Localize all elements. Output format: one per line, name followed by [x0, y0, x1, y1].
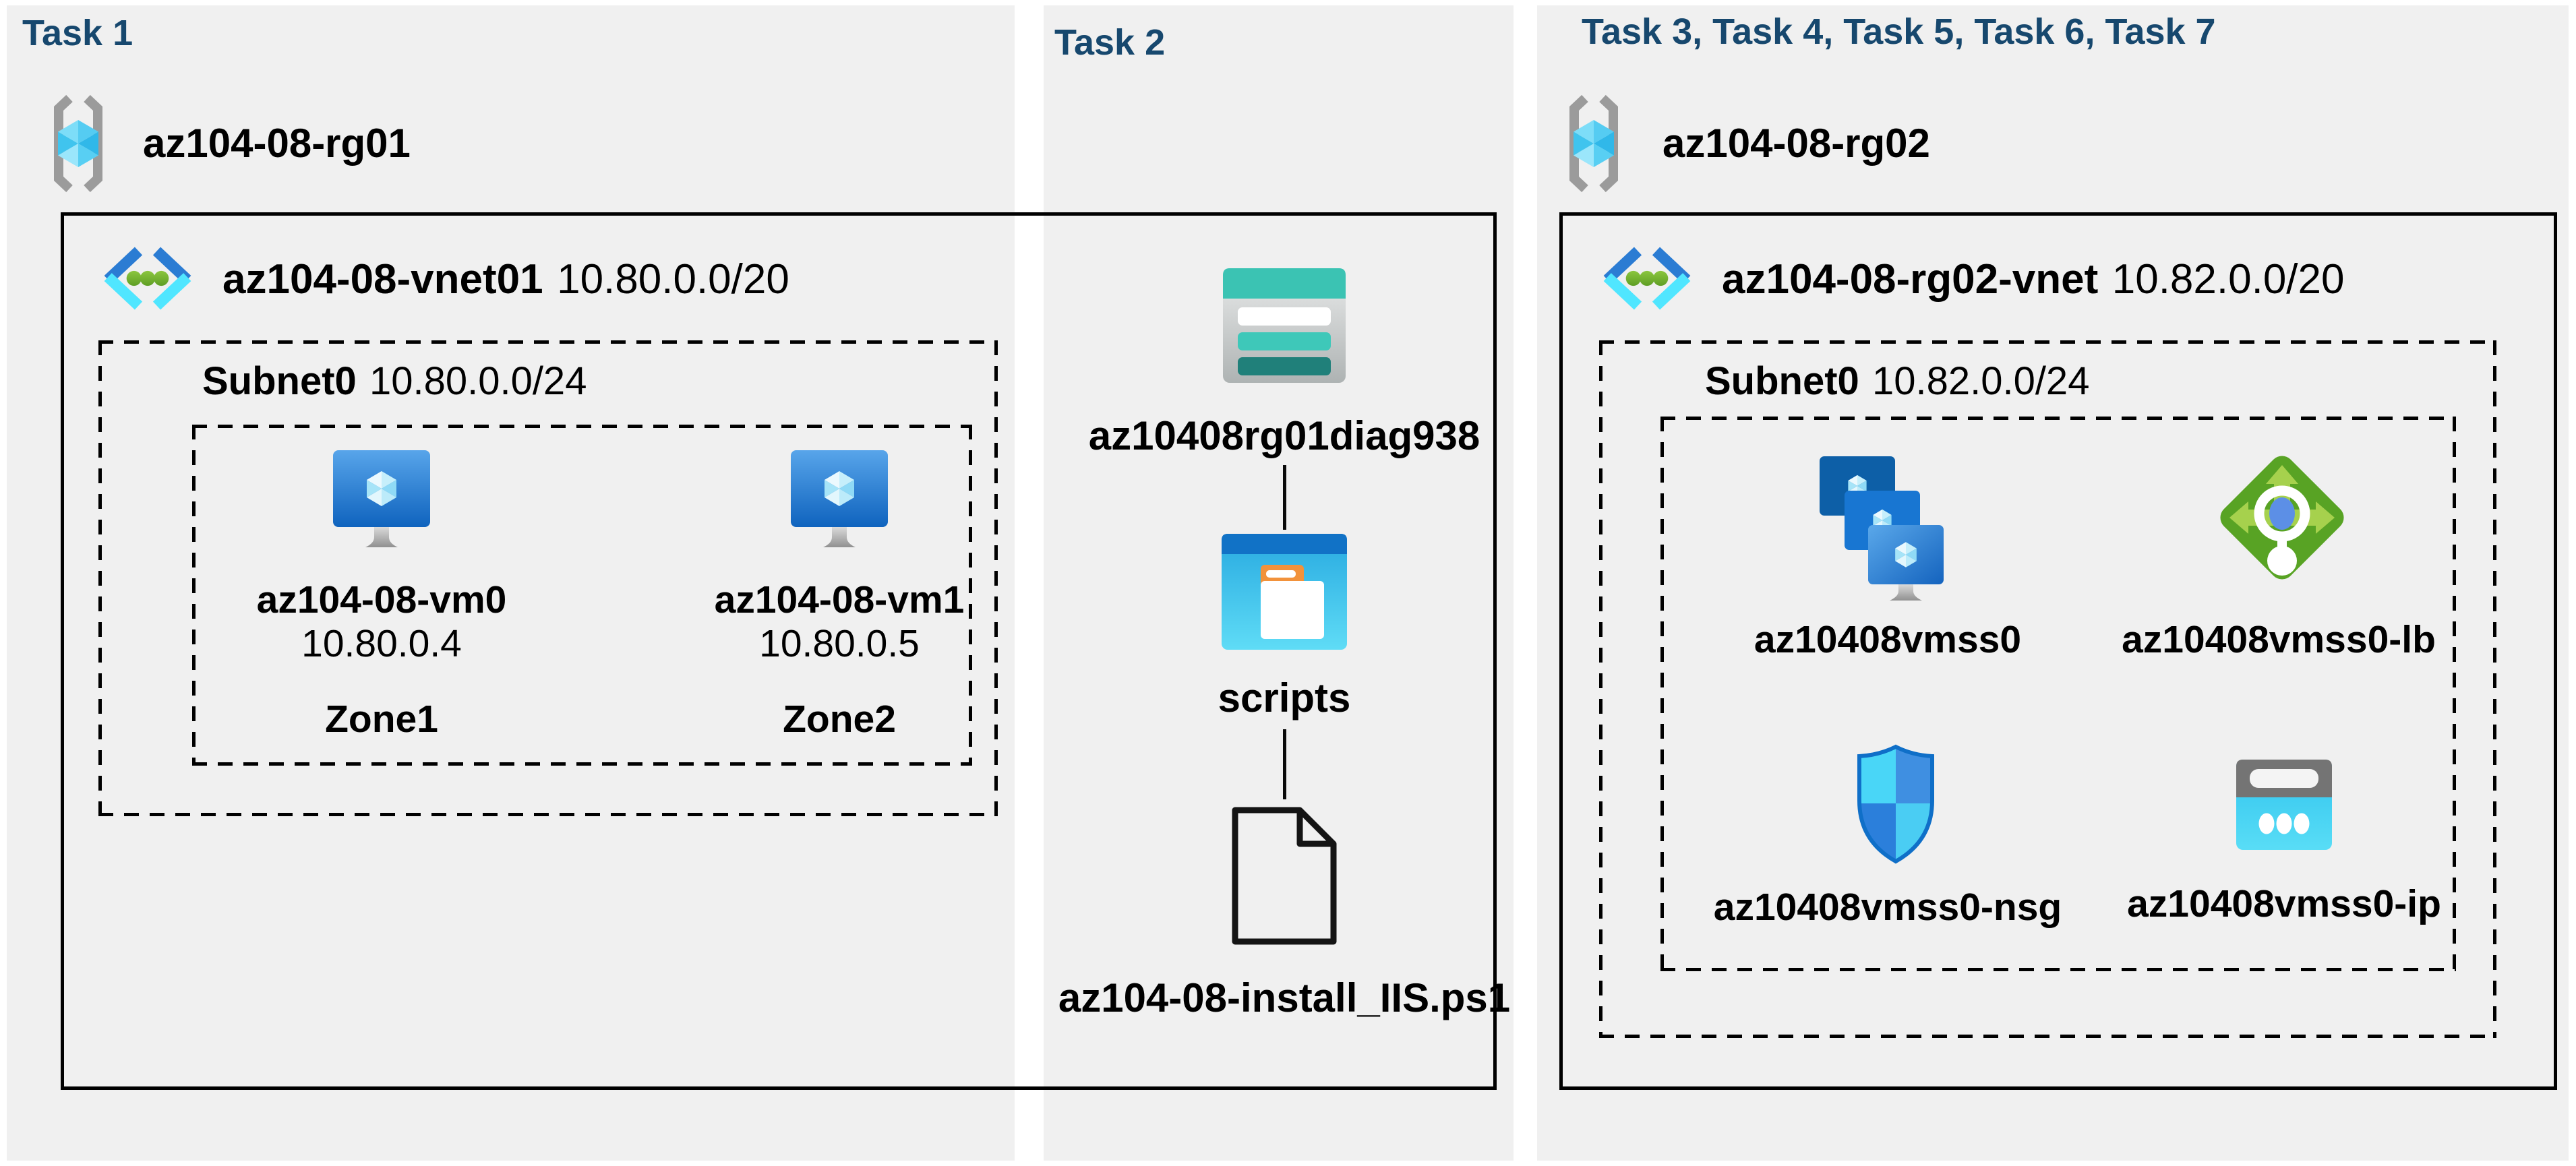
subnet-label: Subnet0 10.82.0.0/24	[1705, 362, 2089, 401]
subnet-name-text: Subnet0	[202, 359, 357, 403]
virtual-machine-icon	[791, 450, 888, 557]
storage-account-name: az10408rg01diag938	[1088, 413, 1480, 458]
vm-name: az104-08-vm1	[714, 578, 965, 621]
vm-ip: 10.80.0.4	[301, 622, 462, 665]
vm-zone: Zone2	[783, 698, 896, 741]
subnet-cidr-text: 10.80.0.0/24	[369, 359, 587, 403]
vmss-name: az10408vmss0	[1754, 618, 2022, 661]
subnet-name-text: Subnet0	[1705, 359, 1859, 403]
storage-account-icon	[1223, 268, 1346, 383]
vnet-cidr-text: 10.80.0.0/20	[557, 256, 789, 303]
virtual-network-icon	[1598, 243, 1696, 314]
subnet-cidr-text: 10.82.0.0/24	[1871, 359, 2090, 403]
folder-name: scripts	[1218, 675, 1351, 720]
vnet-cidr-text: 10.82.0.0/20	[2111, 256, 2345, 303]
vm-zone: Zone1	[325, 698, 438, 741]
subnet-label: Subnet0 10.80.0.0/24	[202, 362, 587, 401]
script-file-name: az104-08-install_IIS.ps1	[1058, 975, 1511, 1020]
load-balancer-icon	[2220, 456, 2344, 580]
vm-ip: 10.80.0.5	[759, 622, 920, 665]
public-ip-icon	[2236, 760, 2332, 850]
vnet2-box	[1559, 212, 2557, 1090]
resource-group-icon	[1560, 94, 1627, 193]
nsg-icon	[1857, 744, 1934, 864]
vnet-name-text: az104-08-rg02-vnet	[1722, 256, 2099, 303]
task1-title: Task 1	[22, 13, 133, 53]
vnet-name-text: az104-08-vnet01	[222, 256, 543, 303]
task2-title: Task 2	[1054, 22, 1166, 63]
resource-group-name: az104-08-rg01	[143, 121, 411, 166]
vnet1-box	[61, 212, 1497, 1090]
vnet-name: az104-08-rg02-vnet 10.82.0.0/20	[1722, 259, 2345, 301]
vm-name: az104-08-vm0	[256, 578, 507, 621]
task3-title: Task 3, Task 4, Task 5, Task 6, Task 7	[1582, 11, 2216, 52]
connector-line	[1283, 729, 1286, 799]
virtual-network-icon	[98, 243, 197, 314]
folder-icon	[1222, 534, 1347, 650]
resource-group-icon	[44, 94, 112, 193]
connector-line	[1283, 465, 1286, 530]
vnet-name: az104-08-vnet01 10.80.0.0/20	[222, 259, 789, 301]
file-icon	[1232, 807, 1337, 945]
resource-group-name: az104-08-rg02	[1663, 121, 1930, 166]
public-ip-name: az10408vmss0-ip	[2127, 882, 2441, 925]
load-balancer-name: az10408vmss0-lb	[2122, 618, 2436, 661]
virtual-machine-icon	[333, 450, 430, 557]
vmss-icon	[1820, 456, 1944, 601]
nsg-name: az10408vmss0-nsg	[1713, 886, 2062, 929]
